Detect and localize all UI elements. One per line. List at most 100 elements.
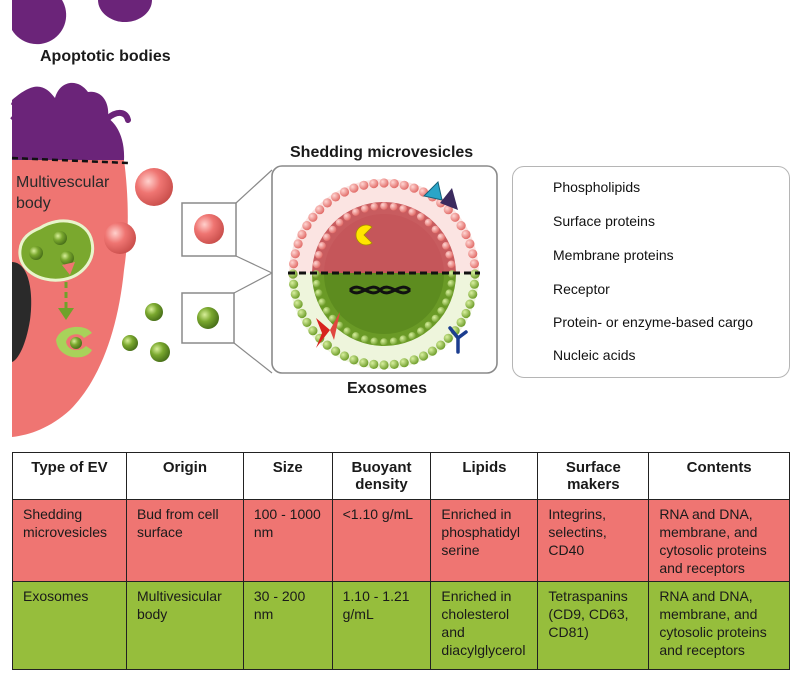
nucleic-acid-in-vesicle <box>348 285 412 295</box>
lipid-head <box>379 360 389 370</box>
cargo-icon-in-vesicle <box>355 224 373 246</box>
lipid-head <box>456 221 466 231</box>
cell-density: <1.10 g/mL <box>331 499 432 582</box>
lipid-head <box>308 326 318 336</box>
lipid-head <box>322 198 332 208</box>
legend-item-receptor: Receptor <box>553 281 610 297</box>
lipid-head <box>380 338 388 346</box>
lipid-head <box>335 321 344 330</box>
header-origin: Origin <box>125 452 244 500</box>
lipid-head <box>331 346 341 356</box>
table-header-row: Type of EV Origin Size Buoyant density L… <box>12 452 790 500</box>
lipid-head <box>427 346 437 356</box>
exosome-3 <box>150 342 170 362</box>
lipid-head <box>417 213 425 221</box>
cell-origin: Bud from cell surface <box>125 499 244 582</box>
lipid-head <box>409 355 419 365</box>
lipid-head <box>443 333 453 343</box>
exosomes-label: Exosomes <box>347 380 428 397</box>
lipid-head <box>447 279 456 288</box>
lipid-head <box>418 351 429 361</box>
lipid-head <box>389 337 398 346</box>
lipid-head <box>424 218 433 227</box>
lipid-head <box>450 212 460 222</box>
membrane-protein-red <box>316 318 330 348</box>
inner-lipid-layer-top <box>312 202 456 278</box>
lipid-head <box>399 358 409 368</box>
apoptotic-body-top-left <box>12 0 67 45</box>
lipid-head <box>437 233 446 241</box>
lipid-head <box>436 340 446 350</box>
lipid-head <box>445 289 454 298</box>
lipid-head <box>361 205 369 213</box>
lipid-head <box>290 249 300 259</box>
lipid-head <box>431 314 440 323</box>
lipid-head <box>369 179 379 189</box>
inner-lipid-layer-bottom <box>312 270 456 346</box>
lipid-head <box>424 321 433 330</box>
cell-lipids: Enriched in cholesterol and diacylglycer… <box>430 581 539 670</box>
lipid-head <box>399 335 408 344</box>
cell-contents: RNA and DNA, membrane, and cytosolic pro… <box>648 581 790 670</box>
lipid-head <box>318 242 326 250</box>
cell-markers: Integrins, selectins, CD40 <box>537 499 650 582</box>
lipid-head <box>389 359 399 369</box>
lipid-head <box>461 308 471 319</box>
lipid-head <box>442 242 450 250</box>
lipid-head <box>442 298 450 307</box>
header-density: Buoyant density <box>331 452 432 500</box>
lipid-head <box>343 327 352 336</box>
lipid-head <box>431 225 440 234</box>
mvb-label-line1: Multivescular <box>16 174 110 191</box>
cell-lipids: Enriched in phosphatidyl serine <box>430 499 539 582</box>
multivesicular-body <box>18 219 95 282</box>
header-surface-markers: Surface makers <box>537 452 650 500</box>
lipid-head <box>409 183 419 193</box>
lipid-head <box>461 229 471 240</box>
cell-type: Exosomes <box>12 581 127 670</box>
cell-density: 1.10 - 1.21 g/mL <box>331 581 432 670</box>
apoptotic-body-top-right <box>98 0 152 22</box>
lipid-head <box>465 239 475 249</box>
apoptotic-bleb <box>12 82 125 160</box>
lipid-head <box>339 351 350 361</box>
legend-item-cargo: Protein- or enzyme-based cargo <box>553 314 753 330</box>
lipid-head <box>339 187 350 197</box>
lipid-head <box>408 332 417 340</box>
lipid-head <box>297 229 307 240</box>
lipid-head <box>308 212 318 222</box>
legend-item-phospholipids: Phospholipids <box>553 179 641 195</box>
apoptotic-tendril <box>105 110 131 123</box>
lipid-head <box>352 208 360 216</box>
lipid-head <box>331 192 341 202</box>
table-row: Shedding microvesicles Bud from cell sur… <box>12 499 790 582</box>
header-type: Type of EV <box>12 452 127 500</box>
lipid-head <box>359 358 369 368</box>
lipid-head <box>469 259 479 269</box>
lipid-head <box>315 205 325 215</box>
lipid-head <box>389 179 399 189</box>
lipid-head <box>468 289 478 299</box>
lipid-head <box>380 202 388 210</box>
lipid-head <box>302 221 312 231</box>
lipid-head <box>469 279 479 289</box>
lipid-head <box>447 260 456 269</box>
shedding-microvesicles-label: Shedding microvesicles <box>290 144 474 161</box>
legend-item-membrane-proteins: Membrane proteins <box>553 247 674 263</box>
lipid-head <box>315 251 323 259</box>
lipid-head <box>349 183 359 193</box>
table-row: Exosomes Multivesicular body 30 - 200 nm… <box>12 581 790 670</box>
lipid-head <box>289 279 299 289</box>
lipid-head <box>456 317 466 327</box>
lipid-head <box>322 340 332 350</box>
mvb-cut <box>62 262 75 275</box>
lipid-head <box>379 178 389 188</box>
apoptotic-bodies-label: Apoptotic bodies <box>40 48 171 65</box>
mvb-label-line2: body <box>16 195 51 212</box>
lipid-head <box>352 332 360 340</box>
lipid-head <box>370 337 379 346</box>
lipid-head <box>328 314 337 323</box>
lipid-head <box>359 180 369 190</box>
ev-comparison-table: Type of EV Origin Size Buoyant density L… <box>12 452 790 670</box>
cell-markers: Tetraspanins (CD9, CD63, CD81) <box>537 581 650 670</box>
